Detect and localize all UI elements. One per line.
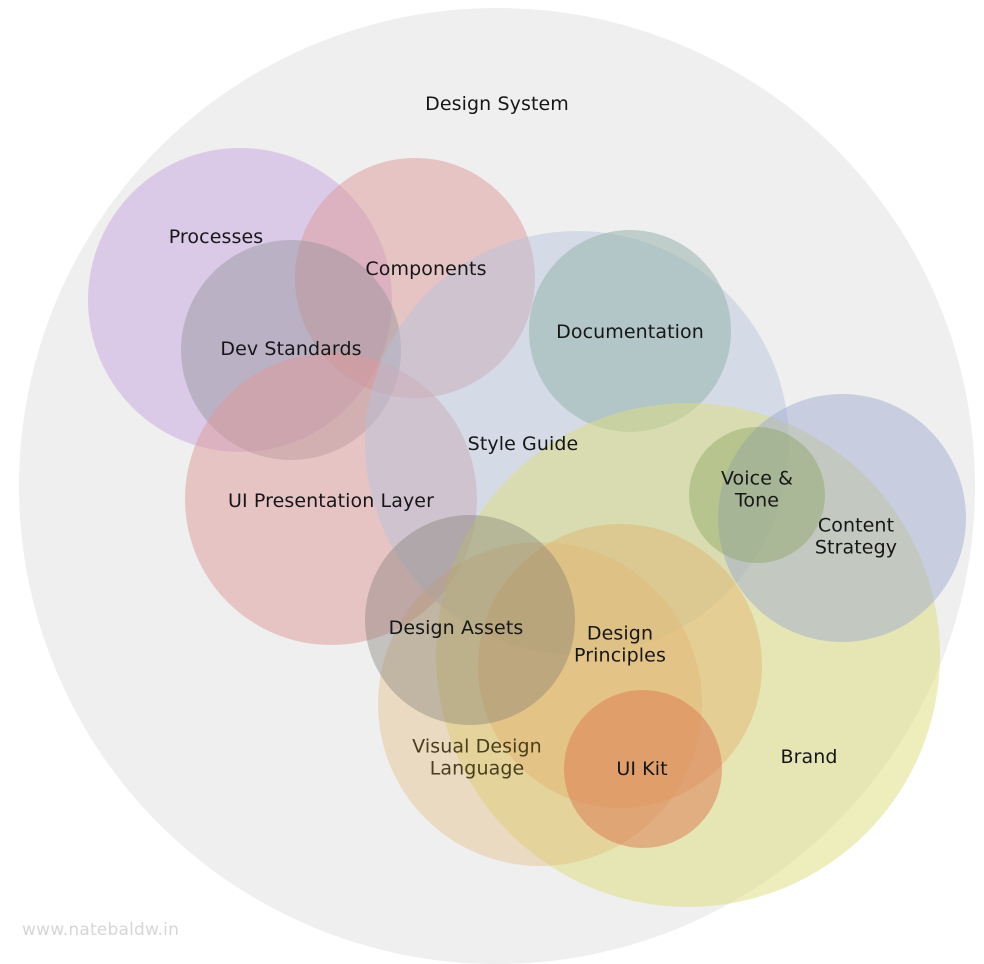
circle-documentation (529, 230, 731, 432)
label-design-system: Design System (425, 92, 569, 115)
label-visual-design-language: Visual Design Language (412, 735, 542, 780)
circle-ui-presentation-layer (185, 353, 477, 645)
circle-brand (436, 403, 940, 907)
label-processes: Processes (168, 225, 264, 248)
label-content-strategy: Content Strategy (814, 514, 898, 559)
circle-components (295, 158, 535, 398)
circle-design-assets (365, 515, 575, 725)
label-design-assets: Design Assets (388, 616, 524, 639)
site-watermark: www.natebaldw.in (22, 920, 180, 940)
circle-content-strategy (718, 394, 966, 642)
label-ui-presentation-layer: UI Presentation Layer (228, 489, 434, 512)
label-dev-standards: Dev Standards (220, 337, 362, 360)
label-voice-and-tone: Voice & Tone (720, 467, 794, 512)
circle-voice-and-tone (689, 427, 825, 563)
label-design-principles: Design Principles (574, 622, 666, 667)
label-style-guide: Style Guide (467, 432, 579, 455)
label-ui-kit: UI Kit (616, 757, 668, 780)
label-documentation: Documentation (556, 320, 704, 343)
label-brand: Brand (780, 745, 838, 768)
label-components: Components (365, 257, 487, 280)
circle-ui-kit (564, 690, 722, 848)
